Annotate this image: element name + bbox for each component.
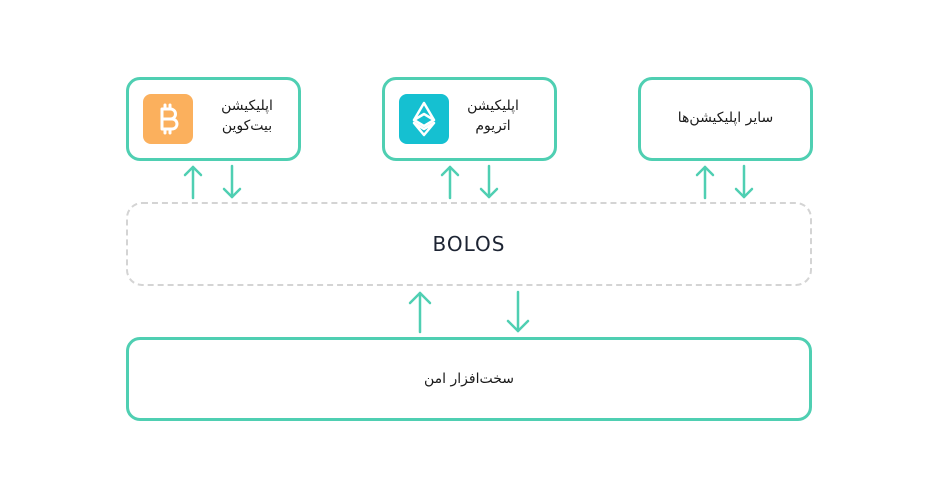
other-apps-arrows: [695, 164, 754, 200]
ethereum-icon: [399, 94, 449, 144]
secure-hardware-box: سخت‌افزار امن: [126, 337, 812, 421]
arrow-down-icon: [479, 164, 499, 199]
arrow-up-icon: [695, 165, 715, 200]
bitcoin-app-label: اپلیکیشن بیت‌کوین: [221, 98, 273, 134]
arrow-up-icon: [183, 165, 203, 200]
bolos-hardware-arrows: [408, 290, 530, 334]
arrow-down-icon: [222, 164, 242, 199]
bolos-layer: BOLOS: [126, 202, 812, 286]
other-apps-label: سایر اپلیکیشن‌ها: [677, 110, 774, 126]
arrow-up-icon: [408, 291, 432, 334]
bitcoin-app-box: اپلیکیشن بیت‌کوین: [126, 77, 301, 161]
bitcoin-arrows: [183, 164, 242, 200]
bolos-label: BOLOS: [432, 232, 506, 256]
secure-hardware-label: سخت‌افزار امن: [424, 371, 514, 387]
arrow-down-icon: [734, 164, 754, 199]
ethereum-arrows: [440, 164, 499, 200]
other-apps-box: سایر اپلیکیشن‌ها: [638, 77, 813, 161]
ethereum-app-box: اپلیکیشن اتریوم: [382, 77, 557, 161]
bitcoin-icon: [143, 94, 193, 144]
arrow-up-icon: [440, 165, 460, 200]
ethereum-app-label: اپلیکیشن اتریوم: [467, 98, 519, 134]
arrow-down-icon: [506, 290, 530, 333]
